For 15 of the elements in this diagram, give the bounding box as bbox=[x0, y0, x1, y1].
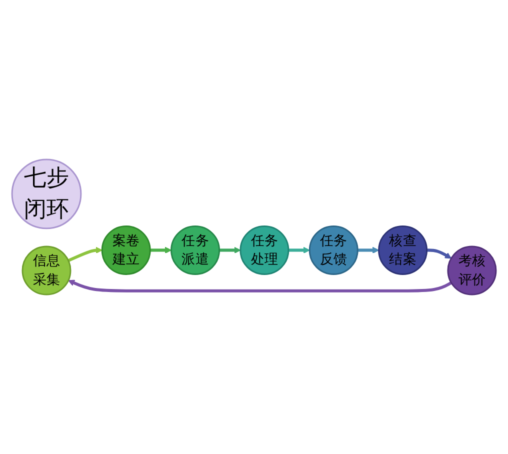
node-circle: 案卷建立 bbox=[101, 225, 151, 275]
arrow bbox=[219, 246, 241, 254]
node-circle: 任务派遣 bbox=[170, 225, 220, 275]
node-circle: 信息采集 bbox=[22, 246, 72, 296]
node-circle: 考核评价 bbox=[447, 246, 497, 296]
arrow bbox=[358, 246, 380, 254]
arrow bbox=[288, 246, 310, 254]
arrow bbox=[68, 246, 102, 262]
arrow bbox=[68, 280, 452, 292]
arrow bbox=[426, 248, 452, 259]
arrow bbox=[150, 246, 172, 254]
node-circle: 七步闭环 bbox=[11, 158, 82, 230]
node-circle: 核查结案 bbox=[378, 225, 428, 275]
node-circle: 任务处理 bbox=[240, 225, 290, 275]
node-circle: 任务反馈 bbox=[308, 225, 358, 275]
